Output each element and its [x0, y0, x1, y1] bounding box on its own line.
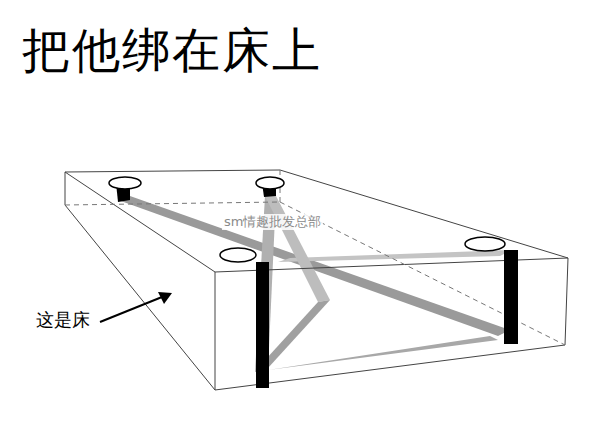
pointer-arrow	[100, 292, 172, 322]
holes	[109, 177, 505, 262]
strap-band	[265, 196, 330, 302]
bed-box	[65, 170, 568, 390]
title: 把他绑在床上	[22, 22, 322, 80]
bed-posts	[116, 183, 518, 388]
callout-label: 这是床	[36, 309, 90, 331]
watermark: sm情趣批发总部	[222, 214, 323, 230]
